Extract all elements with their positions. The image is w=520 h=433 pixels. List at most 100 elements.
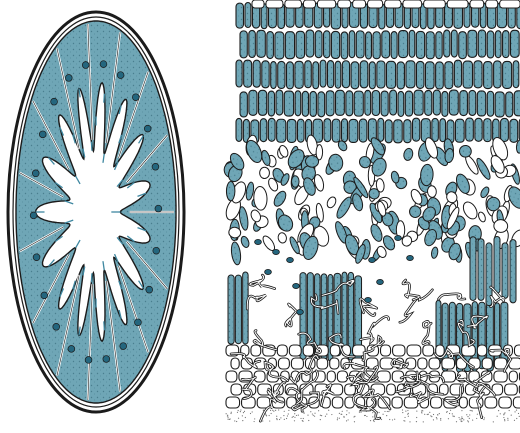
stipple-dot bbox=[262, 420, 263, 421]
stipple-dot bbox=[325, 416, 326, 417]
stipple-dot bbox=[372, 412, 373, 413]
stipple-dot bbox=[503, 417, 504, 418]
surface-cell bbox=[486, 0, 498, 8]
basal-cell bbox=[291, 358, 303, 369]
palisade-cell bbox=[442, 91, 448, 116]
palisade-cell bbox=[297, 119, 304, 142]
palisade-cell bbox=[320, 60, 326, 87]
stipple-dot bbox=[286, 418, 287, 419]
nucleus bbox=[30, 212, 37, 219]
stipple-dot bbox=[500, 413, 501, 414]
palisade-cell bbox=[324, 119, 331, 142]
spongy-cell bbox=[291, 176, 299, 188]
stipple-dot bbox=[493, 421, 494, 422]
stipple-dot bbox=[456, 421, 457, 422]
palisade-cell bbox=[475, 118, 482, 141]
stipple-dot bbox=[448, 418, 449, 419]
stipple-dot bbox=[240, 409, 241, 410]
nucleus bbox=[82, 62, 89, 69]
nucleus bbox=[255, 239, 262, 244]
palisade-cell bbox=[359, 119, 367, 142]
palisade-cell bbox=[510, 119, 518, 142]
palisade-cell bbox=[332, 119, 340, 142]
palisade-cell bbox=[260, 119, 267, 142]
stipple-dot bbox=[265, 414, 266, 415]
stipple-dot bbox=[312, 413, 313, 414]
palisade-cell bbox=[484, 62, 493, 89]
palisade-cell bbox=[373, 32, 380, 59]
palisade-cell bbox=[276, 90, 283, 115]
palisade-cell bbox=[285, 32, 294, 59]
stipple-dot bbox=[276, 416, 277, 417]
palisade-cell bbox=[445, 62, 453, 89]
stipple-dot bbox=[381, 419, 382, 420]
stipple-dot bbox=[284, 411, 285, 412]
palisade-cell bbox=[365, 90, 371, 115]
stipple-dot bbox=[318, 410, 319, 411]
basal-cell bbox=[332, 397, 343, 408]
stipple-dot bbox=[284, 419, 285, 420]
palisade-cell bbox=[378, 118, 384, 141]
stipple-dot bbox=[504, 420, 505, 421]
stipple-dot bbox=[459, 419, 460, 420]
palisade-cell bbox=[444, 30, 450, 57]
palisade-cell bbox=[474, 61, 482, 88]
spongy-cell bbox=[477, 211, 486, 223]
stipple-dot bbox=[303, 418, 304, 419]
basal-cell bbox=[513, 397, 520, 408]
palisade-cell bbox=[369, 62, 375, 89]
palisade-cell bbox=[405, 91, 412, 116]
stipple-dot bbox=[394, 419, 395, 420]
stipple-dot bbox=[467, 420, 468, 421]
spongy-cell bbox=[390, 170, 400, 183]
palisade-cell bbox=[477, 91, 485, 116]
nucleus bbox=[365, 297, 372, 302]
palisade-cell bbox=[287, 62, 294, 89]
stipple-dot bbox=[372, 416, 373, 417]
basal-cell bbox=[514, 345, 520, 356]
spongy-cell bbox=[427, 185, 437, 197]
palisade-cell bbox=[306, 30, 314, 57]
nucleus bbox=[152, 163, 159, 170]
basal-cell bbox=[505, 384, 518, 395]
stipple-dot bbox=[518, 413, 519, 414]
palisade-cell bbox=[284, 91, 293, 116]
nucleus bbox=[265, 269, 272, 274]
nucleus bbox=[132, 94, 139, 101]
palisade-cell bbox=[385, 120, 392, 143]
palisade-cell bbox=[295, 91, 301, 116]
palisade-cell bbox=[267, 32, 274, 59]
stipple-dot bbox=[374, 419, 375, 420]
stipple-dot bbox=[431, 416, 432, 417]
spongy-cell bbox=[403, 148, 414, 162]
palisade-cell bbox=[390, 90, 397, 115]
column-cell bbox=[470, 237, 476, 301]
nucleus bbox=[100, 61, 107, 68]
stipple-dot bbox=[384, 411, 385, 412]
basal-cell bbox=[509, 371, 517, 382]
palisade-cell bbox=[275, 32, 284, 59]
stipple-dot bbox=[440, 418, 441, 419]
palisade-cell bbox=[236, 3, 243, 28]
nucleus bbox=[297, 309, 304, 314]
palisade-cell bbox=[451, 30, 457, 57]
stipple-dot bbox=[296, 415, 297, 416]
palisade-cell bbox=[494, 61, 502, 88]
stipple-dot bbox=[462, 418, 463, 419]
basal-cell bbox=[431, 397, 442, 408]
nucleus bbox=[144, 125, 151, 132]
stipple-dot bbox=[404, 417, 405, 418]
stipple-dot bbox=[288, 413, 289, 414]
stipple-dot bbox=[343, 417, 344, 418]
stipple-dot bbox=[408, 416, 409, 417]
column-cell bbox=[228, 275, 234, 344]
spongy-cell bbox=[240, 235, 251, 248]
palisade-cell bbox=[253, 60, 260, 87]
basal-cell bbox=[392, 397, 402, 408]
stipple-dot bbox=[440, 419, 441, 420]
palisade-cell bbox=[240, 92, 247, 117]
stipple-dot bbox=[470, 410, 471, 411]
stipple-dot bbox=[389, 419, 390, 420]
stipple-dot bbox=[237, 412, 238, 413]
palisade-cell bbox=[268, 91, 274, 116]
